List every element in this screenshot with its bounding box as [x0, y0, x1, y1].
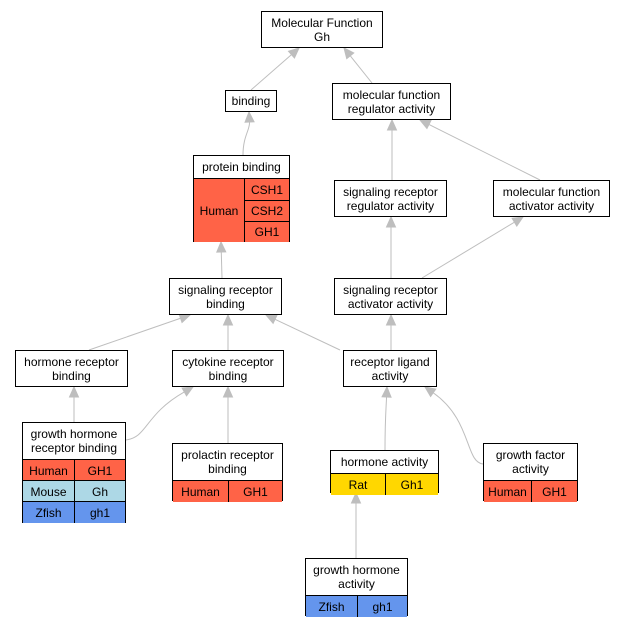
arrowhead-ghact-to-hormact	[350, 491, 362, 504]
edge-binding-to-mf	[250, 54, 292, 91]
arrowhead-ghrec-to-cytorec	[181, 386, 195, 397]
node-label: prolactin receptor binding	[181, 448, 274, 476]
gene-row: Zfish gh1	[23, 501, 125, 523]
species-label: Human	[181, 484, 220, 499]
gene-row: Human GH1	[173, 480, 282, 502]
arrowhead-sigbind-to-protbind	[216, 240, 227, 253]
arrowhead-prolrec-to-cytorec	[222, 385, 234, 398]
species-label: Human	[199, 203, 239, 218]
node-mfact: molecular function activator activity	[493, 180, 610, 217]
edge-mfreg-to-mf	[349, 55, 373, 84]
species-label: Human	[29, 463, 68, 478]
arrowhead-recligand-to-sigbind	[264, 314, 278, 325]
gene-label: GH1	[228, 481, 282, 502]
arrowhead-sigreg-to-mfreg	[386, 118, 398, 131]
node-hormrec: hormone receptor binding	[15, 350, 128, 387]
edge-ghrec-to-cytorec	[125, 391, 185, 441]
gene-row: Human GH1	[23, 459, 125, 481]
arrowhead-cytorec-to-sigbind	[222, 313, 234, 326]
edge-hormact-to-recligand	[384, 396, 388, 451]
gene-label: Gh	[74, 481, 125, 502]
species-label: Human	[488, 484, 527, 499]
gene-label: GH1	[244, 221, 289, 242]
gene-label: CSH1	[244, 179, 289, 200]
node-sigbind: signaling receptor binding	[169, 278, 282, 315]
arrowhead-gfact-to-recligand	[424, 386, 437, 398]
node-label: signaling receptor regulator activity	[343, 184, 438, 213]
node-label: molecular function activator activity	[502, 184, 601, 213]
node-mfreg: molecular function regulator activity	[332, 83, 451, 120]
arrowhead-protbind-to-binding	[244, 110, 255, 123]
arrowhead-recligand-to-sigact	[385, 313, 397, 326]
arrowhead-sigact-to-mfact	[511, 216, 525, 227]
gene-label: gh1	[357, 596, 407, 617]
gene-label: GH1	[531, 481, 577, 502]
gene-row: Zfish gh1	[306, 595, 407, 617]
arrowhead-ghrec-to-hormrec	[68, 385, 80, 398]
node-sigact: signaling receptor activator activity	[334, 278, 447, 315]
node-label: cytokine receptor binding	[182, 354, 274, 383]
arrowhead-sigact-to-sigreg	[385, 215, 397, 228]
node-label: signaling receptor binding	[178, 282, 273, 311]
edge-protbind-to-binding	[242, 121, 251, 156]
gene-label: gh1	[74, 502, 125, 523]
arrowhead-hormact-to-recligand	[381, 385, 392, 398]
node-cytorec: cytokine receptor binding	[172, 350, 284, 387]
species-label: Zfish	[318, 599, 345, 614]
node-label: growth factor activity	[495, 448, 566, 476]
edge-sigact-to-mfact	[421, 221, 515, 279]
edge-sigbind-to-protbind	[220, 251, 223, 279]
edge-mfact-to-mfreg	[428, 124, 541, 181]
species-label: Rat	[348, 477, 368, 492]
edge-hormrec-to-sigbind	[88, 317, 181, 351]
edge-gfact-to-recligand	[432, 392, 484, 465]
gene-row: Rat Gh1	[331, 473, 438, 495]
arrowhead-mfreg-to-mf	[343, 47, 355, 60]
node-mf: Molecular Function Gh	[261, 11, 383, 48]
edge-recligand-to-sigbind	[274, 318, 341, 351]
node-sigreg: signaling receptor regulator activity	[334, 180, 447, 217]
arrowhead-mfact-to-mfreg	[418, 119, 432, 130]
gene-row: Mouse Gh	[23, 480, 125, 502]
node-label: Molecular Function Gh	[271, 15, 373, 44]
node-label: binding	[231, 94, 271, 108]
arrowhead-binding-to-mf	[287, 47, 300, 59]
arrowhead-hormrec-to-sigbind	[178, 313, 192, 324]
node-binding: binding	[225, 90, 277, 112]
species-label: Zfish	[35, 505, 62, 520]
species-label: Mouse	[30, 484, 67, 499]
node-label: hormone receptor binding	[24, 354, 119, 383]
gene-label: CSH2	[244, 200, 289, 221]
node-label: signaling receptor activator activity	[343, 282, 438, 311]
gene-label: GH1	[74, 460, 125, 481]
node-label: growth hormone activity	[313, 563, 400, 591]
node-label: growth hormone receptor binding	[30, 427, 118, 455]
node-label: protein binding	[202, 160, 281, 174]
gene-row: Human GH1	[484, 480, 577, 502]
node-label: receptor ligand activity	[350, 354, 430, 383]
node-label: molecular function regulator activity	[342, 87, 441, 116]
gene-label: Gh1	[385, 474, 438, 495]
node-recligand: receptor ligand activity	[343, 350, 437, 387]
node-label: hormone activity	[340, 455, 429, 469]
